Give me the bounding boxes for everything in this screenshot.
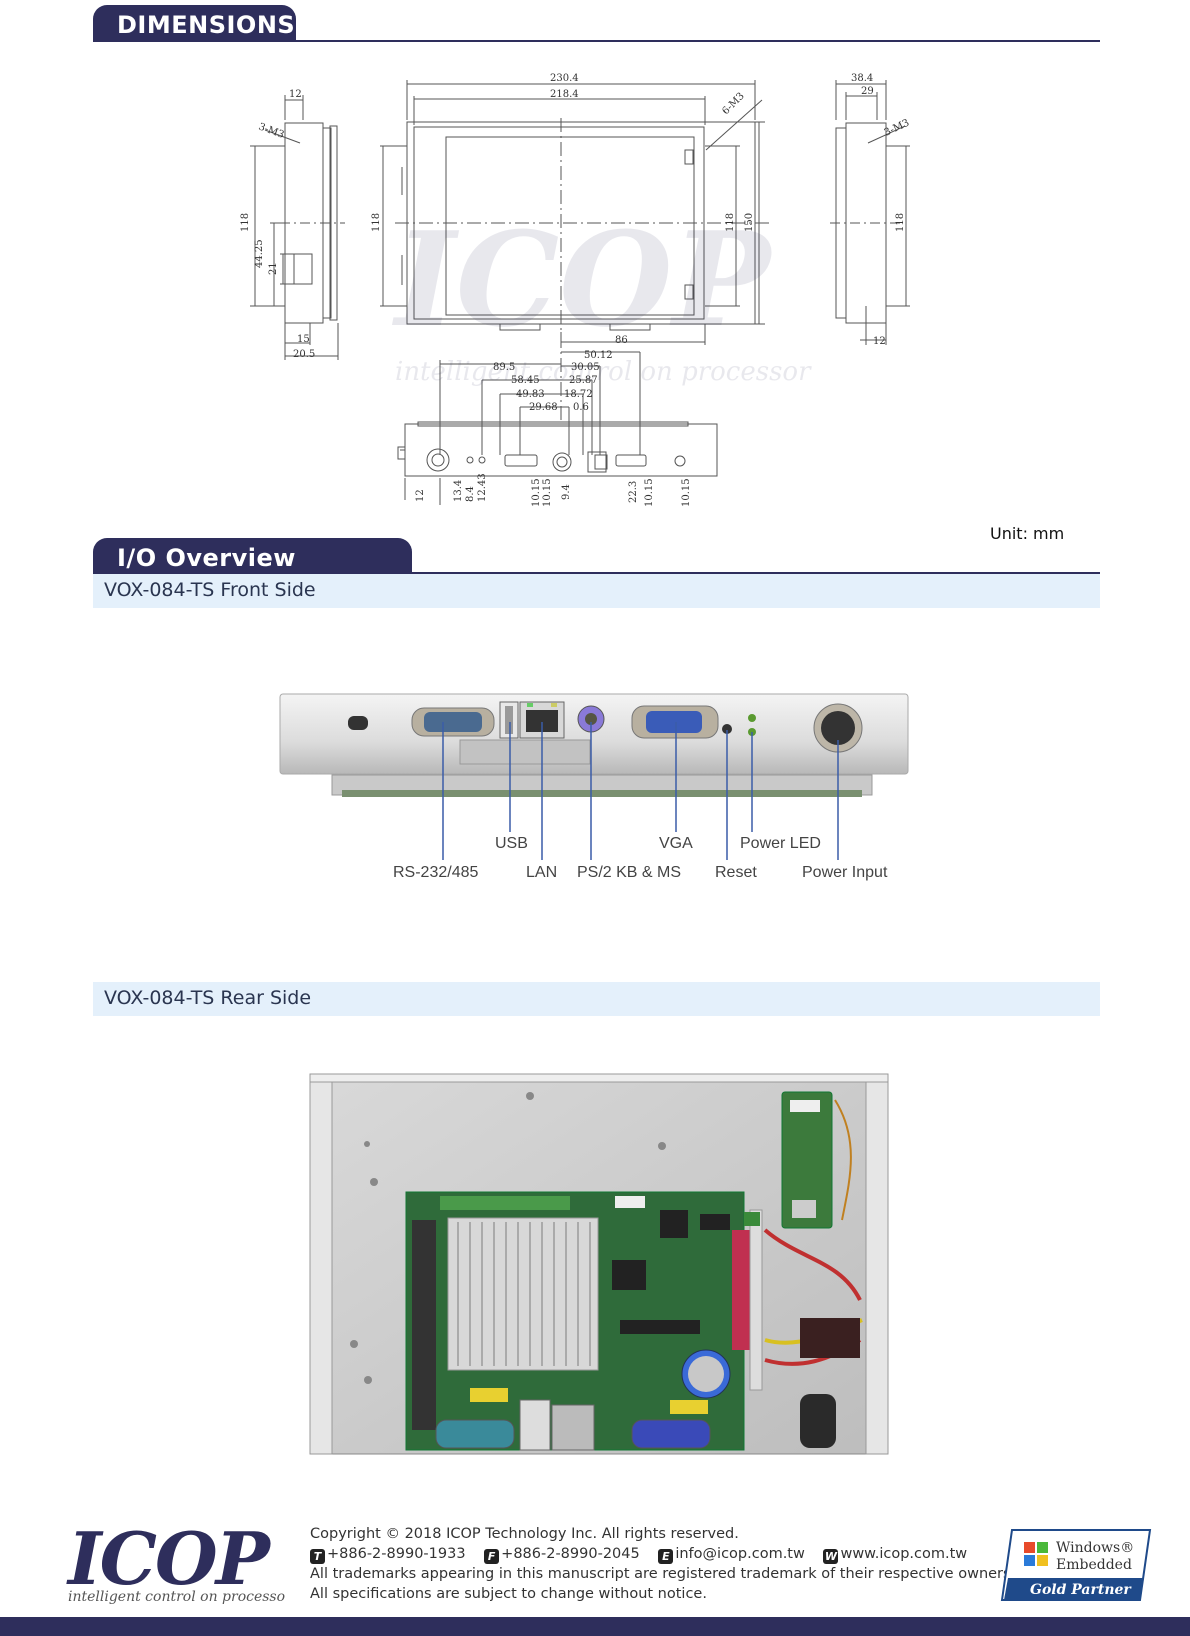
dim-left-offset: 44.25: [254, 239, 265, 268]
power-led-1: [748, 714, 756, 722]
footer-logo: ICOP intelligent control on processor: [66, 1524, 286, 1604]
dim-bottom-50-12: 50.12: [584, 350, 613, 361]
watermark-logo: ICOP: [391, 203, 774, 356]
web-icon: W: [823, 1549, 839, 1564]
dim-front-width-outer: 230.4: [550, 73, 579, 84]
fax-icon: F: [484, 1549, 500, 1564]
dim-right-screw: 3-M3: [883, 118, 912, 139]
rear-side-bar: VOX-084-TS Rear Side: [93, 982, 1100, 1016]
footer-phone: T+886-2-8990-1933: [310, 1546, 466, 1564]
dim-bottom-9-4: 9.4: [561, 484, 572, 500]
dim-bottom-10-15b: 10.15: [542, 478, 553, 507]
rear-board-figure: [309, 1073, 889, 1455]
footer-web-address[interactable]: www.icop.com.tw: [840, 1546, 968, 1562]
badge-gold-partner: Gold Partner: [1030, 1582, 1132, 1598]
dim-bottom-8-4: 8.4: [465, 486, 476, 502]
dim-bottom-10-15a: 10.15: [531, 478, 542, 507]
watermark: ICOP intelligent control on processor: [391, 203, 812, 387]
dim-left-width: 12: [289, 89, 302, 100]
footer-email-address[interactable]: info@icop.com.tw: [675, 1546, 805, 1562]
dim-front-screw: 6-M3: [720, 91, 746, 117]
dim-bottom-29-68: 29.68: [529, 402, 558, 413]
dim-front-height-right: 118: [725, 213, 736, 232]
io-label-ps2: PS/2 KB & MS: [577, 864, 681, 881]
slot-icon: [348, 716, 368, 730]
io-label-lan: LAN: [526, 864, 557, 881]
io-label-vga: VGA: [659, 835, 693, 852]
io-label-reset: Reset: [715, 864, 757, 881]
footer-fax: F+886-2-8990-2045: [484, 1546, 640, 1564]
unit-label: Unit: mm: [990, 524, 1065, 543]
dim-front-height-left: 118: [371, 213, 382, 232]
dim-left-cutout: 21: [268, 262, 279, 275]
io-header: I/O Overview: [93, 538, 412, 574]
dim-bottom-12-43: 12.43: [477, 473, 488, 502]
dim-bottom-10-15c: 10.15: [644, 478, 655, 507]
front-side-title: VOX-084-TS Front Side: [104, 579, 316, 601]
dim-bottom-18-72: 18.72: [564, 389, 593, 400]
dim-bottom-0-6: 0.6: [573, 402, 589, 413]
dim-bottom-49-83: 49.83: [516, 389, 545, 400]
dim-left-bottom1: 15: [297, 334, 310, 345]
dim-front-height-outer: 150: [744, 213, 755, 232]
dim-bottom-58-45: 58.45: [511, 375, 540, 386]
heatsink: [447, 1217, 599, 1371]
dim-front-width-inner: 218.4: [550, 89, 579, 100]
footer-trademarks: All trademarks appearing in this manuscr…: [310, 1566, 1016, 1582]
io-title: I/O Overview: [117, 544, 296, 572]
front-panel-figure: USB VGA Power LED RS-232/485 LAN PS/2 KB…: [279, 693, 909, 881]
footer-copyright: Copyright © 2018 ICOP Technology Inc. Al…: [310, 1526, 739, 1542]
dim-right-width-inner: 29: [861, 86, 874, 97]
dim-left-bottom2: 20.5: [293, 349, 315, 360]
footer-logo-tagline: intelligent control on processor: [68, 1589, 286, 1604]
email-icon: E: [658, 1549, 674, 1564]
io-label-rs232: RS-232/485: [393, 864, 478, 881]
touch-controller: [781, 1091, 833, 1229]
io-rule: [93, 572, 1100, 574]
watermark-tagline: intelligent control on processor: [395, 357, 812, 387]
dim-bottom-22-3: 22.3: [628, 481, 639, 503]
dim-bottom-30-05: 30.05: [571, 362, 600, 373]
dim-front-86: 86: [615, 335, 628, 346]
dim-bottom-25-87: 25.87: [569, 375, 598, 386]
dim-left-height: 118: [240, 213, 251, 232]
dim-right-width-outer: 38.4: [851, 73, 873, 84]
front-side-bar: VOX-084-TS Front Side: [93, 574, 1100, 608]
dim-bottom-89-5: 89.5: [493, 362, 515, 373]
footer-phone-number: +886-2-8990-1933: [327, 1546, 466, 1562]
dim-bottom-13-4: 13.4: [453, 480, 464, 502]
badge-embedded: Embedded: [1056, 1557, 1132, 1573]
dim-right-height: 118: [895, 213, 906, 232]
badge-windows: Windows®: [1056, 1540, 1134, 1556]
dimensions-drawing: 3-M3 12 118 44.25 21 15 20.5 230.4 218.4…: [240, 73, 912, 507]
footer-fax-number: +886-2-8990-2045: [501, 1546, 640, 1562]
dim-left-screw: 3-M3: [257, 121, 286, 140]
footer-specs: All specifications are subject to change…: [310, 1586, 707, 1602]
windows-embedded-badge: Windows® Embedded Gold Partner: [1000, 1529, 1152, 1601]
bottom-bar: [0, 1617, 1190, 1636]
windows-flag-icon: [1024, 1542, 1048, 1566]
dim-right-bottom: 12: [873, 336, 886, 347]
rear-side-title: VOX-084-TS Rear Side: [104, 987, 312, 1009]
io-label-usb: USB: [495, 835, 528, 852]
dim-bottom-10-15d: 10.15: [681, 478, 692, 507]
io-label-power-led: Power LED: [740, 835, 821, 852]
dimensions-header: DIMENSIONS: [93, 5, 296, 41]
footer-logo-mark: ICOP: [66, 1524, 272, 1601]
dim-bottom-12: 12: [415, 489, 426, 502]
phone-icon: T: [310, 1549, 325, 1564]
dimensions-rule: [93, 40, 1100, 42]
reset-button: [722, 724, 732, 734]
dimensions-title: DIMENSIONS: [117, 11, 296, 39]
footer-text: Copyright © 2018 ICOP Technology Inc. Al…: [310, 1524, 1015, 1604]
io-label-power-input: Power Input: [802, 864, 888, 881]
